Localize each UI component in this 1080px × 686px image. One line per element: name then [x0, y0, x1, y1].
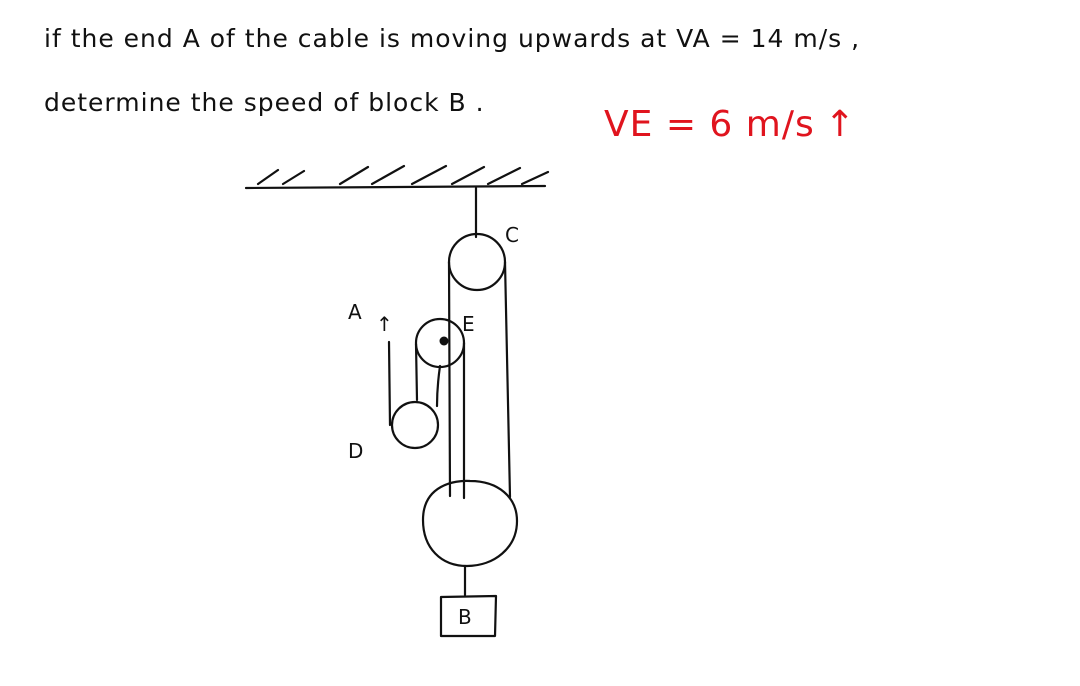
cable-c-left: [447, 260, 452, 498]
cable-e-left: [414, 342, 419, 402]
pulley-c: [447, 232, 507, 292]
pulley-b: [421, 479, 519, 568]
label-c: C: [505, 223, 519, 247]
answer-annotation: VE = 6 m/s↑: [604, 104, 856, 145]
pulley-e-axle: [439, 336, 449, 346]
label-b: B: [458, 605, 472, 629]
problem-statement-line-2: determine the speed of block B .: [44, 88, 485, 117]
answer-text: VE = 6 m/s: [604, 104, 815, 145]
problem-statement-line-1: if the end A of the cable is moving upwa…: [44, 24, 861, 53]
label-a: A: [348, 300, 362, 324]
cable-c-right: [503, 260, 512, 499]
pulley-d: [390, 400, 440, 450]
label-e: E: [462, 312, 475, 336]
cable-end-a: [387, 340, 392, 427]
ceiling-line: [244, 184, 547, 190]
label-d: D: [348, 439, 363, 463]
cable-e-to-d: [435, 364, 442, 408]
ceiling-hatching: [256, 164, 550, 186]
up-arrow-icon: ↑: [824, 104, 856, 145]
arrow-up-icon: ↑: [376, 312, 393, 336]
block-b: [439, 594, 498, 638]
ceiling-support: [244, 164, 550, 190]
